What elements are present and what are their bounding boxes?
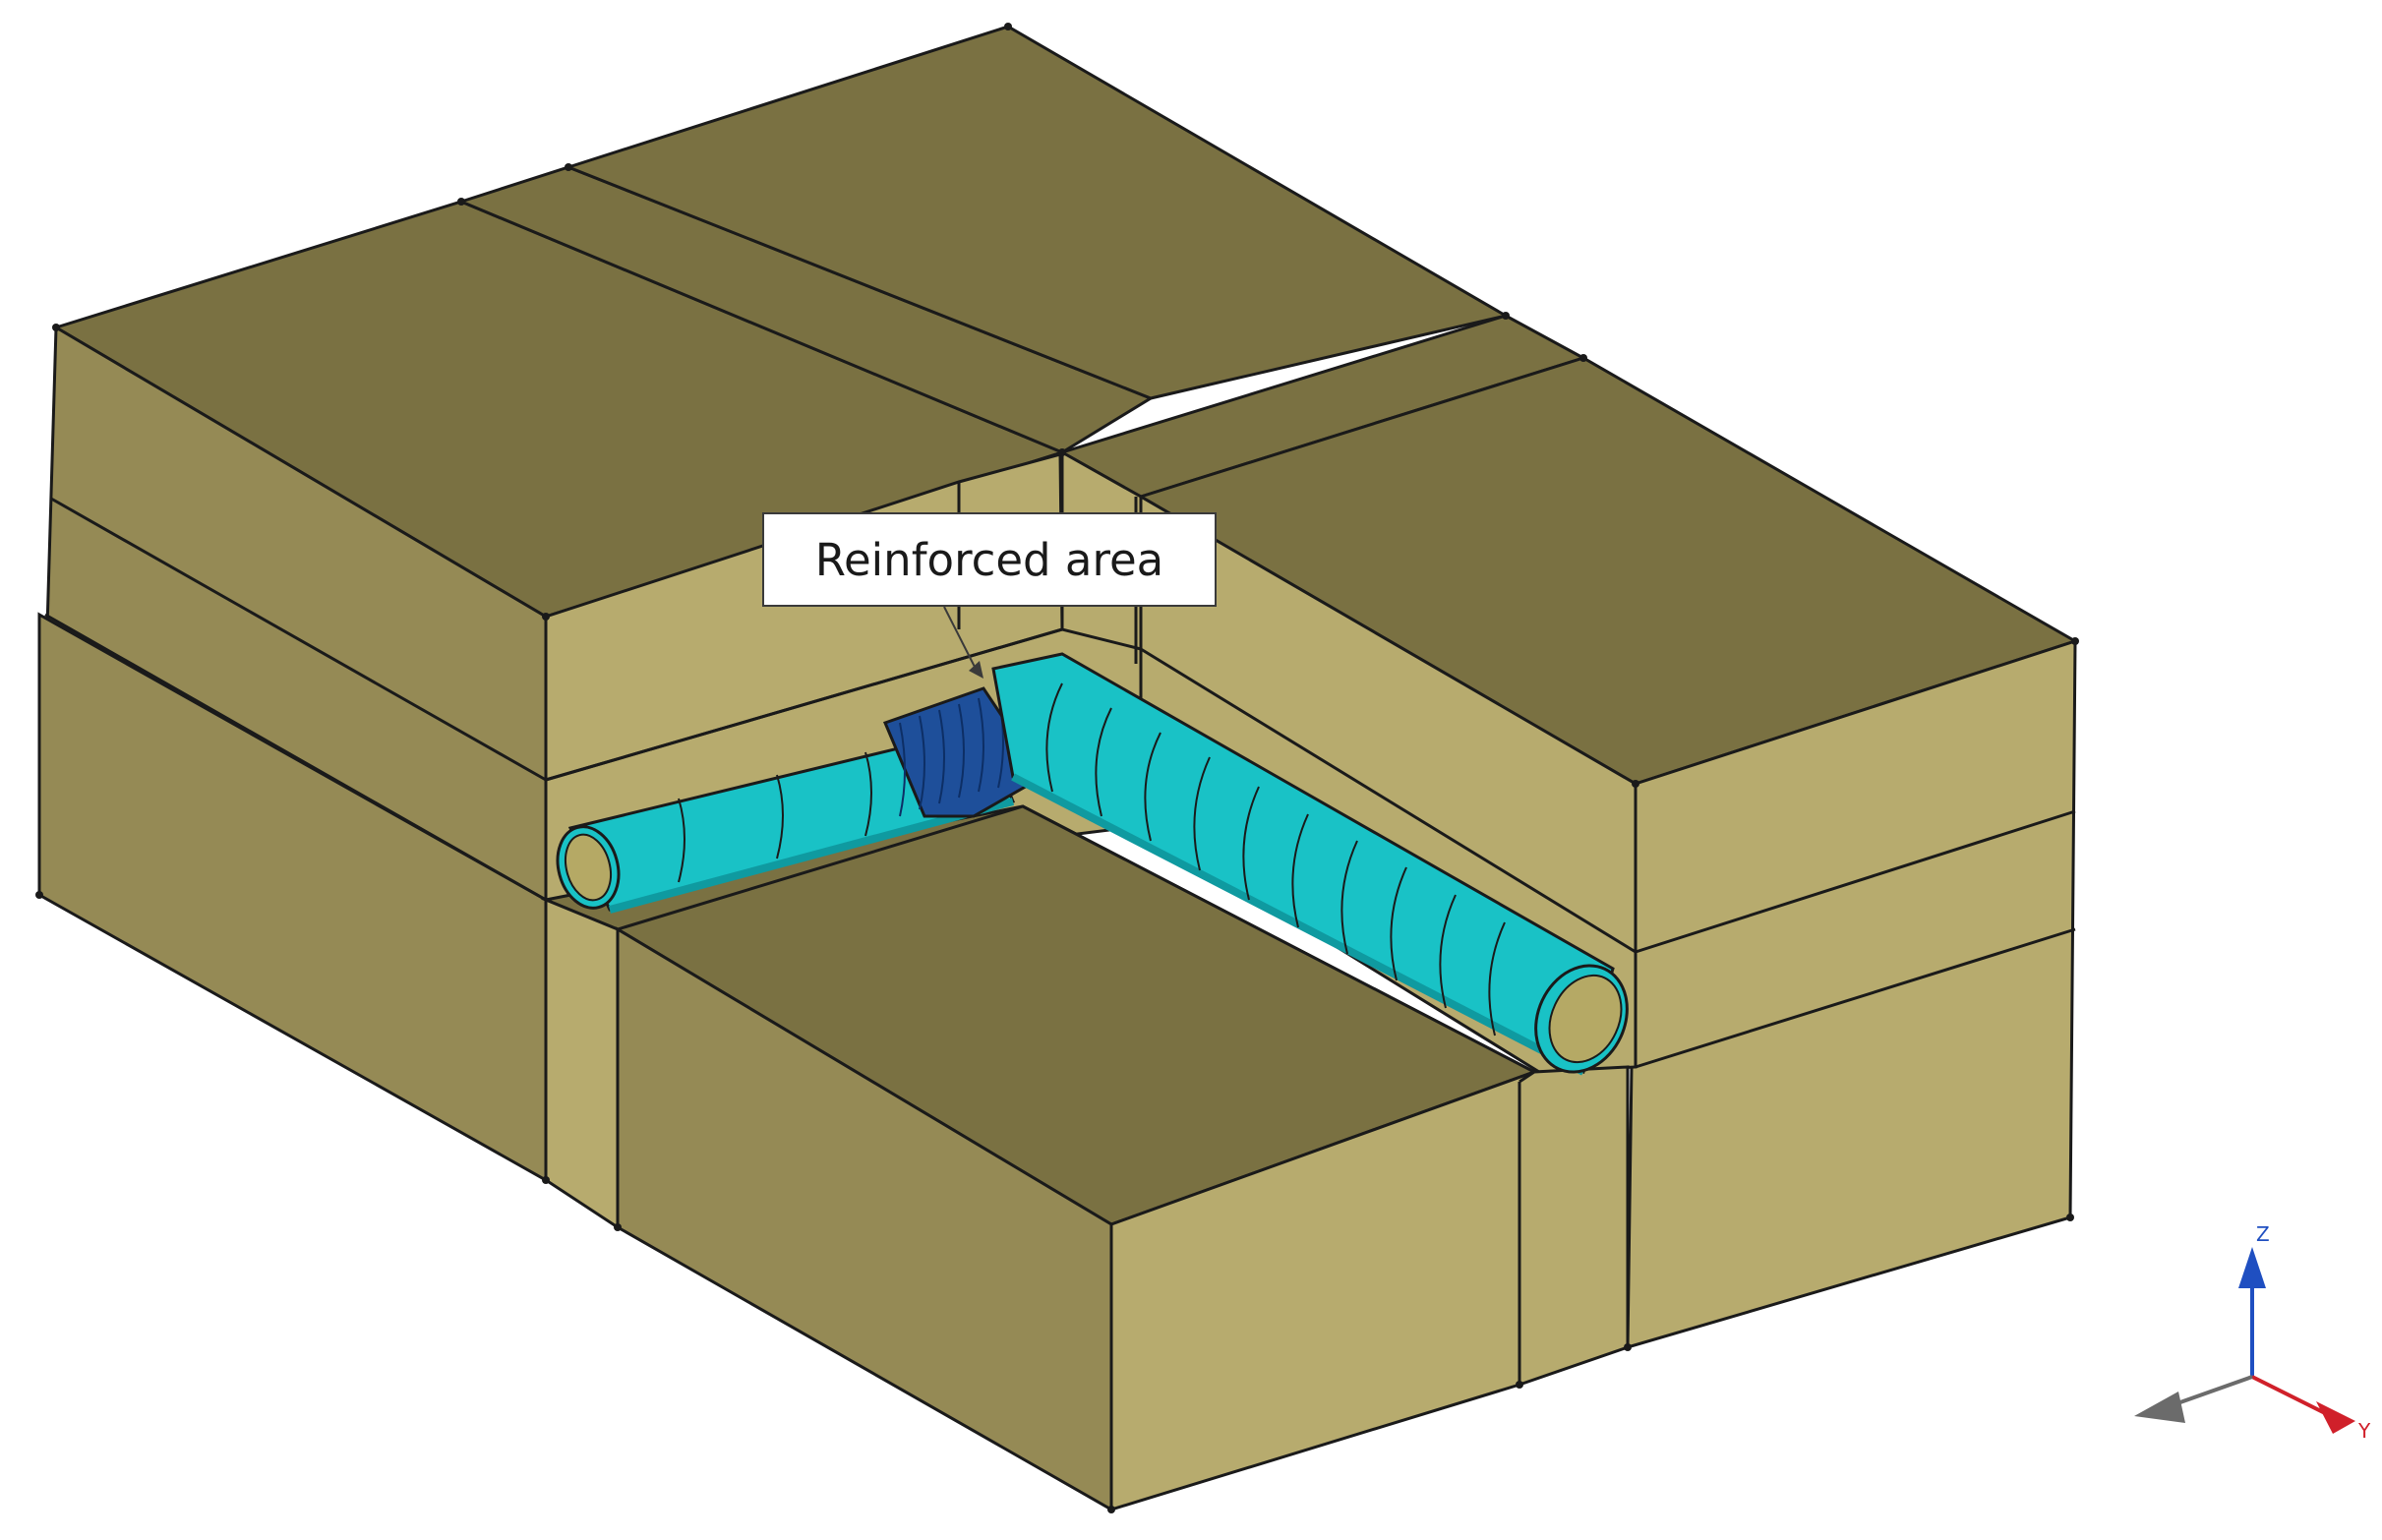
tunnel-left-end-face	[564, 833, 613, 902]
soil-layer-line	[44, 613, 547, 902]
axis-z-arrow-icon	[2238, 1247, 2266, 1288]
axis-y-line	[2251, 1375, 2332, 1418]
soil-layer-line	[1635, 927, 2076, 1069]
soil-layer-line	[50, 497, 547, 782]
reinforced-area-callout: Reinforced area	[762, 512, 1217, 607]
axis-x-arrow-icon	[2134, 1392, 2185, 1423]
tunnel-left-shade	[608, 798, 1015, 914]
callout-arrowhead	[969, 661, 983, 679]
soil-layer-line	[1140, 647, 1637, 954]
tunnel-right-end-face	[1548, 974, 1623, 1064]
axis-z-label: Z	[2256, 1222, 2270, 1246]
mesh-nodes	[35, 23, 2079, 1513]
callout-label: Reinforced area	[814, 533, 1164, 586]
soil-block-front-left	[544, 897, 620, 1230]
axis-y-label: Y	[2357, 1419, 2371, 1443]
callout-pointer	[943, 606, 977, 670]
soil-layer-line	[1635, 809, 2076, 954]
axis-triad: Z Y	[2134, 1222, 2371, 1443]
reinforced-rings	[899, 693, 1004, 817]
block-edge	[1519, 1070, 1535, 1084]
axis-y-arrow-icon	[2316, 1401, 2355, 1434]
tunnel-right-rings	[1045, 682, 1506, 1037]
tunnel-left-rings	[678, 751, 872, 883]
